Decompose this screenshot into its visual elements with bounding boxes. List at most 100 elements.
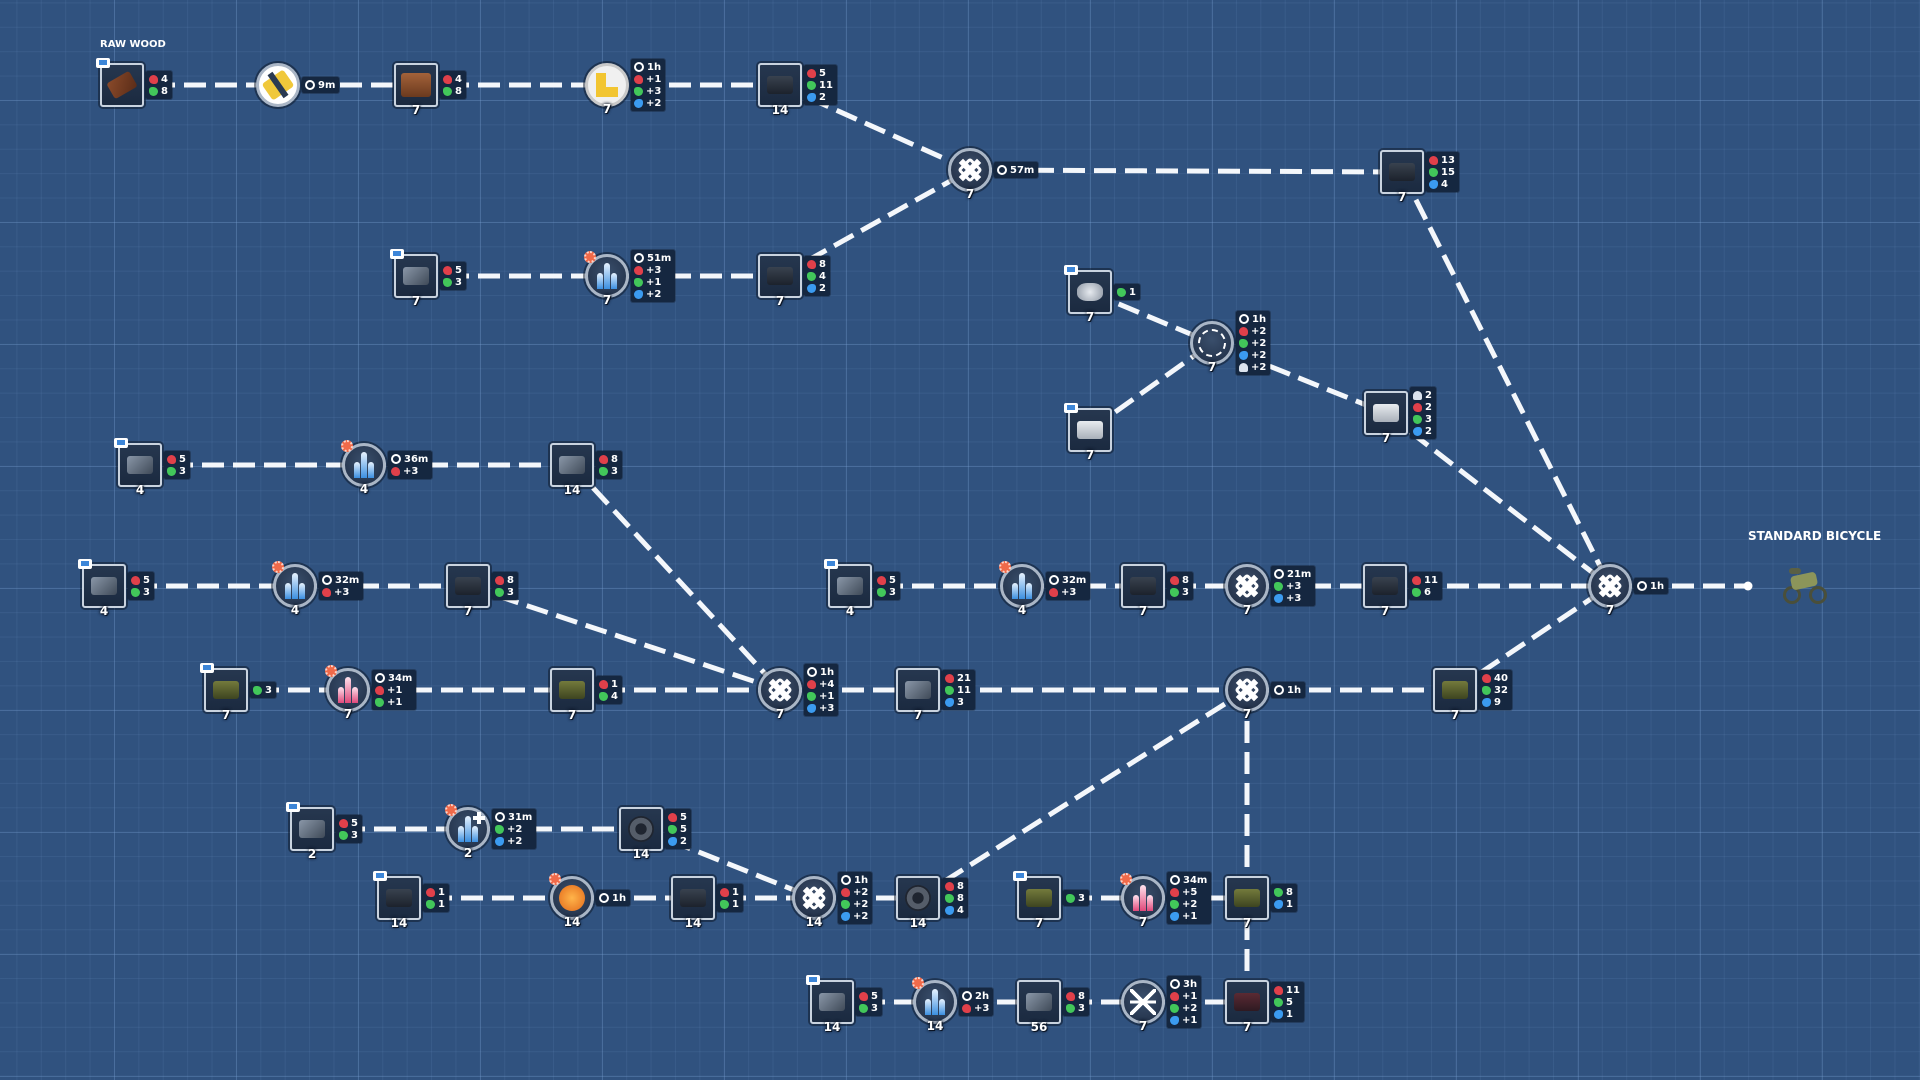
- node-tube[interactable]: 14: [671, 876, 715, 929]
- stat-row: 8: [945, 880, 964, 892]
- node-ore-f[interactable]: 2: [286, 802, 334, 860]
- stat-value: +3: [646, 85, 662, 97]
- stat-value: +3: [646, 264, 662, 276]
- node-handlebar[interactable]: 7: [1363, 564, 1407, 617]
- node-asm-right[interactable]: 7: [1225, 564, 1269, 616]
- node-sand[interactable]: 7: [1064, 403, 1112, 461]
- stat-value: +4: [819, 678, 835, 690]
- stat-row: 1h: [1239, 313, 1266, 325]
- stats-welder: 3h+1+2+1: [1167, 976, 1202, 1028]
- upgrade-gear-icon: [341, 440, 353, 452]
- node-sheet[interactable]: 56: [1017, 980, 1061, 1033]
- green-resource-icon: [634, 277, 643, 287]
- gear-part-icon: [559, 456, 585, 474]
- node-raw-wood[interactable]: [96, 58, 144, 107]
- node-ore-b[interactable]: 4: [114, 438, 162, 496]
- brake-icon: [1234, 993, 1260, 1011]
- metal-rod-icon: [767, 267, 793, 285]
- node-furnace-f[interactable]: 14: [912, 977, 957, 1032]
- olive-ore-icon: [213, 681, 239, 699]
- node-ore-d[interactable]: 7: [200, 663, 248, 721]
- node-seat[interactable]: 7: [1364, 391, 1408, 444]
- drivetrain-icon: [905, 681, 931, 699]
- clock-icon: [391, 454, 401, 464]
- stat-value: 5: [871, 990, 878, 1002]
- node-stone[interactable]: 7: [1064, 265, 1112, 323]
- node-wheelset[interactable]: 7: [1433, 668, 1477, 721]
- node-furnace-pink-b[interactable]: 7: [1120, 873, 1165, 928]
- node-welder[interactable]: 7: [1121, 980, 1165, 1032]
- node-count: 14: [390, 916, 408, 930]
- node-furnace-a[interactable]: 7: [584, 251, 629, 306]
- node-asm-wheel[interactable]: 14: [792, 876, 836, 928]
- node-rod[interactable]: 7: [1121, 564, 1165, 617]
- stat-value: 2: [819, 91, 826, 103]
- blue-resource-icon: [841, 911, 850, 921]
- node-cutter[interactable]: [256, 63, 300, 107]
- node-gear-part[interactable]: 14: [550, 443, 594, 496]
- stat-value: 4: [161, 73, 168, 85]
- stat-row: 51m: [634, 252, 671, 264]
- node-planks[interactable]: 7: [394, 63, 438, 116]
- stat-row: 5: [167, 453, 186, 465]
- white-resource-icon: [1413, 390, 1422, 400]
- node-asm-final[interactable]: 7: [1588, 564, 1632, 616]
- node-tire[interactable]: 14: [896, 876, 940, 929]
- rubber-press-icon: [559, 885, 585, 911]
- standard-bicycle-icon[interactable]: [1783, 566, 1827, 606]
- node-ore-h[interactable]: 14: [806, 975, 854, 1033]
- stat-row: +4: [807, 678, 834, 690]
- raw-material-flag-icon: [114, 438, 128, 448]
- node-count: 7: [411, 103, 421, 117]
- node-orange-press[interactable]: 14: [549, 873, 594, 928]
- stat-row: 3: [131, 586, 150, 598]
- red-resource-icon: [322, 587, 331, 597]
- node-asm-lower[interactable]: 7: [1225, 668, 1269, 720]
- chain-icon: [455, 577, 481, 595]
- node-furnace-e[interactable]: 2: [445, 804, 490, 859]
- stat-row: 2: [807, 282, 826, 294]
- stat-value: 4: [1441, 178, 1448, 190]
- node-ore-a[interactable]: 7: [390, 249, 438, 307]
- node-asm-top[interactable]: 7: [948, 148, 992, 200]
- node-hub[interactable]: 7: [1225, 876, 1269, 929]
- stat-row: +1: [375, 684, 412, 696]
- node-brake[interactable]: 7: [1225, 980, 1269, 1033]
- node-furnace-d[interactable]: 4: [999, 561, 1044, 616]
- node-spokes[interactable]: 14: [619, 807, 663, 860]
- node-metal-rod[interactable]: 7: [758, 254, 802, 307]
- node-asm-mid[interactable]: 7: [758, 668, 802, 720]
- node-count: 4: [1017, 603, 1027, 617]
- blue-resource-icon: [1274, 899, 1283, 909]
- node-ore-g[interactable]: 7: [1013, 871, 1061, 929]
- node-chain[interactable]: 7: [446, 564, 490, 617]
- node-frame-part[interactable]: 7: [1380, 150, 1424, 203]
- node-ore-e[interactable]: 4: [824, 559, 872, 617]
- node-sawmill[interactable]: 7: [585, 63, 629, 115]
- green-resource-icon: [1117, 287, 1126, 297]
- green-resource-icon: [1274, 581, 1283, 591]
- node-rubber[interactable]: 14: [373, 871, 421, 929]
- node-sprayer[interactable]: 7: [1190, 321, 1234, 373]
- spoked-wheel-icon: [628, 816, 654, 842]
- green-resource-icon: [877, 587, 886, 597]
- node-drivetrain[interactable]: 7: [896, 668, 940, 721]
- node-bar[interactable]: 7: [550, 668, 594, 721]
- stat-row: 11: [1274, 984, 1300, 996]
- node-furnace-c[interactable]: 4: [272, 561, 317, 616]
- green-resource-icon: [495, 587, 504, 597]
- stat-value: 9: [1494, 696, 1501, 708]
- stat-row: 3: [495, 586, 514, 598]
- stat-value: 4: [611, 690, 618, 702]
- node-ore-c[interactable]: 4: [78, 559, 126, 617]
- red-resource-icon: [668, 812, 677, 822]
- node-furnace-b[interactable]: 4: [341, 440, 386, 495]
- node-furnace-pink-a[interactable]: 7: [325, 665, 370, 720]
- node-count: 7: [1242, 916, 1252, 930]
- node-wood-part[interactable]: 14: [758, 63, 802, 116]
- furnace-icon: [596, 263, 618, 289]
- stat-value: 11: [957, 684, 971, 696]
- clock-icon: [1049, 575, 1059, 585]
